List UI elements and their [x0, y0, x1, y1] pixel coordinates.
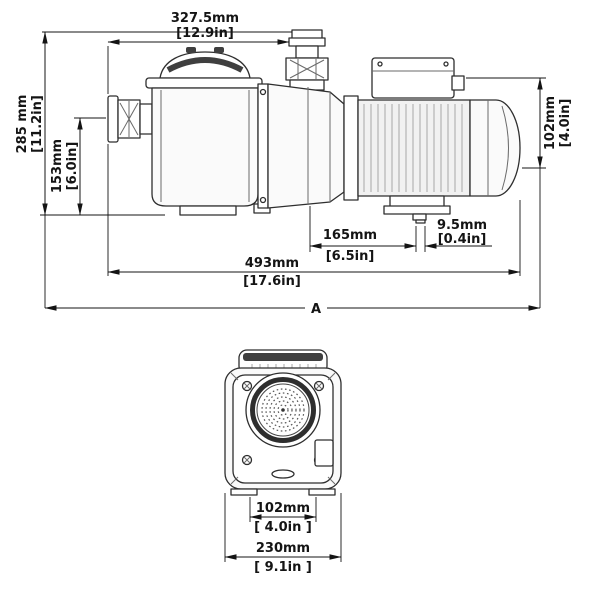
dim-top-width: 327.5mm [12.9in] [107, 11, 290, 94]
dim-drain-plug-mm-label: 9.5mm [437, 218, 487, 233]
dim-overall-a: A [44, 298, 541, 317]
outlet-union [285, 29, 329, 91]
dim-length-in-label: [17.6in] [243, 274, 301, 289]
dim-overall-height: 285 mm [11.2in] [15, 31, 292, 308]
dim-overall-height-mm-label: 285 mm [15, 95, 30, 154]
front-view: 102mm [ 4.0in ] 230mm [ 9.1in ] [224, 349, 342, 575]
dim-front-width-in-label: [ 9.1in ] [254, 560, 312, 575]
strainer-window [245, 372, 321, 448]
dim-drain-plug: 9.5mm [0.4in] [424, 218, 492, 252]
junction-box [314, 439, 334, 467]
strainer-lid [159, 51, 251, 79]
dim-inlet-height: 153mm [6.0in] [50, 117, 106, 216]
pot-foot [179, 205, 237, 216]
drain-plug-tip [415, 219, 426, 224]
dim-drain-offset: 165mm [6.5in] [309, 206, 417, 264]
dim-top-width-mm-label: 327.5mm [171, 11, 239, 26]
screw-icon [241, 454, 253, 466]
dim-port-spacing-mm-label: 102mm [256, 501, 310, 516]
strainer-pot [145, 47, 271, 216]
dim-front-width-mm-label: 230mm [256, 541, 310, 556]
side-view-pump-outline [107, 29, 521, 224]
strainer-lid-band [166, 57, 244, 73]
dim-port-spacing-in-label: [ 4.0in ] [254, 520, 312, 535]
front-feet [230, 488, 336, 496]
motor-fins [363, 104, 463, 192]
dim-overall-height-in-label: [11.2in] [30, 95, 45, 153]
terminal-box [371, 57, 465, 99]
dim-drain-offset-mm-label: 165mm [323, 228, 377, 243]
motor-body [343, 95, 471, 201]
side-view: 327.5mm [12.9in] 285 mm [11.2in] 153mm [… [15, 11, 573, 317]
dim-motor-height: 102mm [4.0in] [466, 77, 573, 308]
screw-icon [241, 380, 253, 392]
dim-top-width-in-label: [12.9in] [176, 26, 234, 41]
dim-inlet-height-mm-label: 153mm [50, 139, 65, 193]
dim-front-width: 230mm [ 9.1in ] [224, 493, 342, 575]
front-view-pump-outline [224, 349, 342, 496]
dim-motor-height-mm-label: 102mm [543, 96, 558, 150]
drain-plug [412, 213, 427, 221]
inlet-union [107, 95, 153, 143]
pump-housing [257, 83, 345, 209]
dim-overall-a-label: A [311, 302, 321, 317]
conduit-stub [451, 75, 465, 91]
dim-length: 493mm [17.6in] [107, 144, 521, 289]
dim-port-spacing: 102mm [ 4.0in ] [249, 497, 317, 535]
dim-length-mm-label: 493mm [245, 256, 299, 271]
motor-end-bell [469, 99, 521, 197]
motor-base [383, 195, 451, 224]
front-drain [271, 469, 295, 479]
screw-icon [313, 380, 325, 392]
dim-motor-height-in-label: [4.0in] [558, 99, 573, 148]
dim-inlet-height-in-label: [6.0in] [65, 142, 80, 191]
dim-drain-offset-in-label: [6.5in] [326, 249, 375, 264]
dim-drain-plug-in-label: [0.4in] [438, 232, 487, 247]
